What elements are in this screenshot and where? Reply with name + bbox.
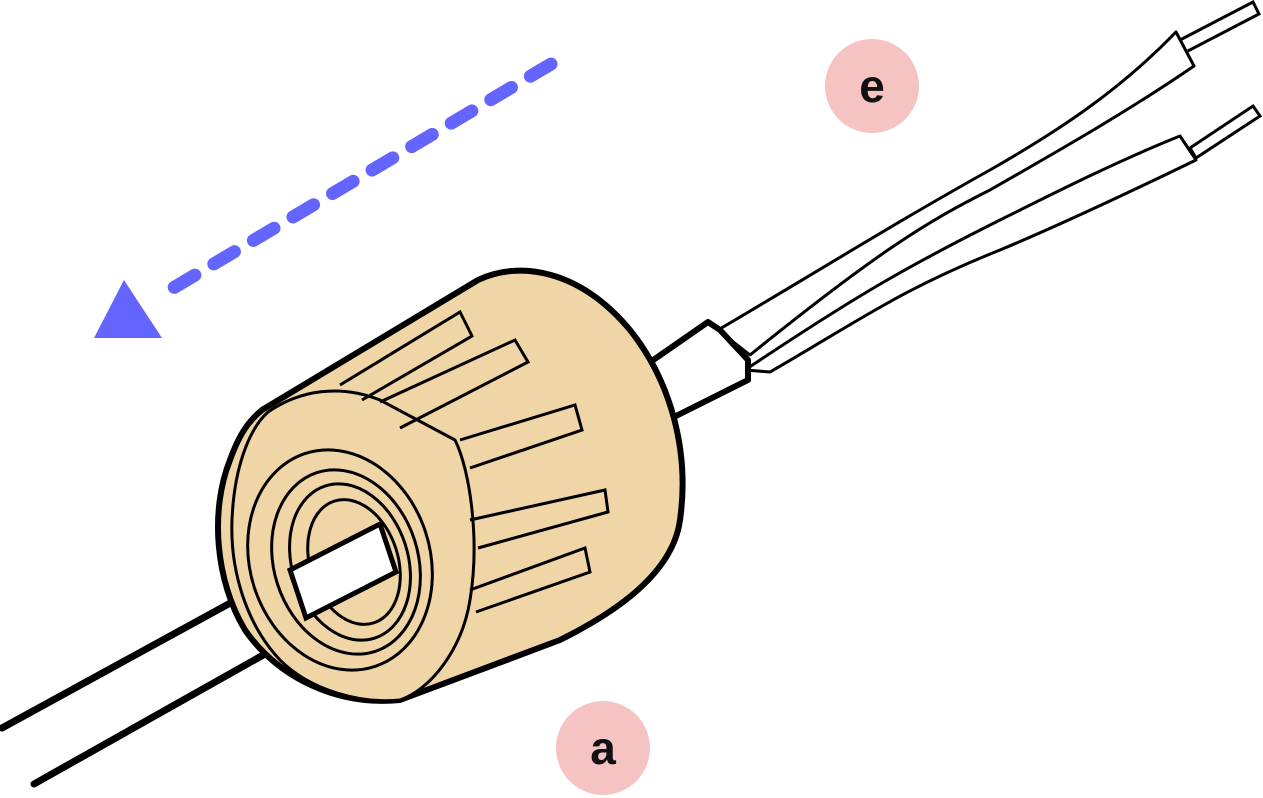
callout-a-label: a bbox=[590, 722, 616, 774]
callout-e-label: e bbox=[859, 60, 885, 112]
inner-conductors bbox=[1177, 0, 1263, 161]
gland-nut bbox=[215, 267, 686, 704]
callout-e: e bbox=[825, 39, 919, 133]
callout-a: a bbox=[556, 701, 650, 795]
dashed-arrow-down-left-icon bbox=[94, 57, 558, 338]
insulated-wires bbox=[716, 30, 1198, 374]
